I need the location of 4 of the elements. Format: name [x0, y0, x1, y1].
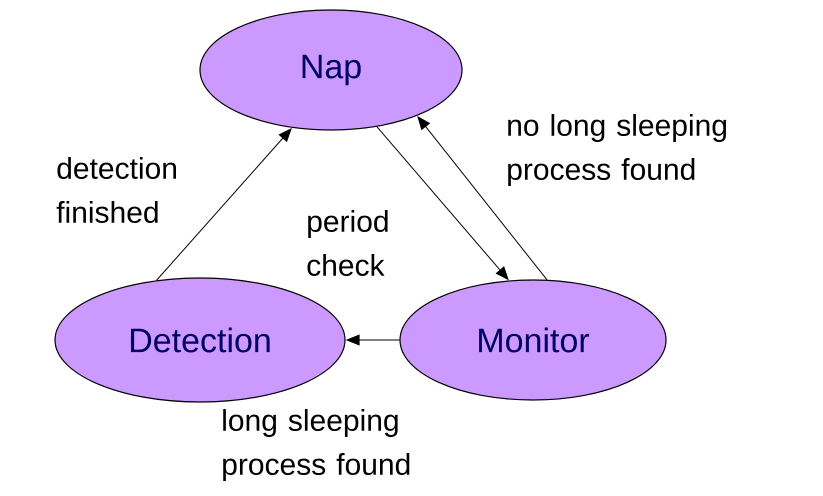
- edge-label: no long sleeping process found: [508, 114, 726, 186]
- edge-label: long sleeping process found: [223, 409, 410, 481]
- edge-label: period check: [307, 210, 388, 276]
- edge-label: detection finished: [56, 156, 176, 224]
